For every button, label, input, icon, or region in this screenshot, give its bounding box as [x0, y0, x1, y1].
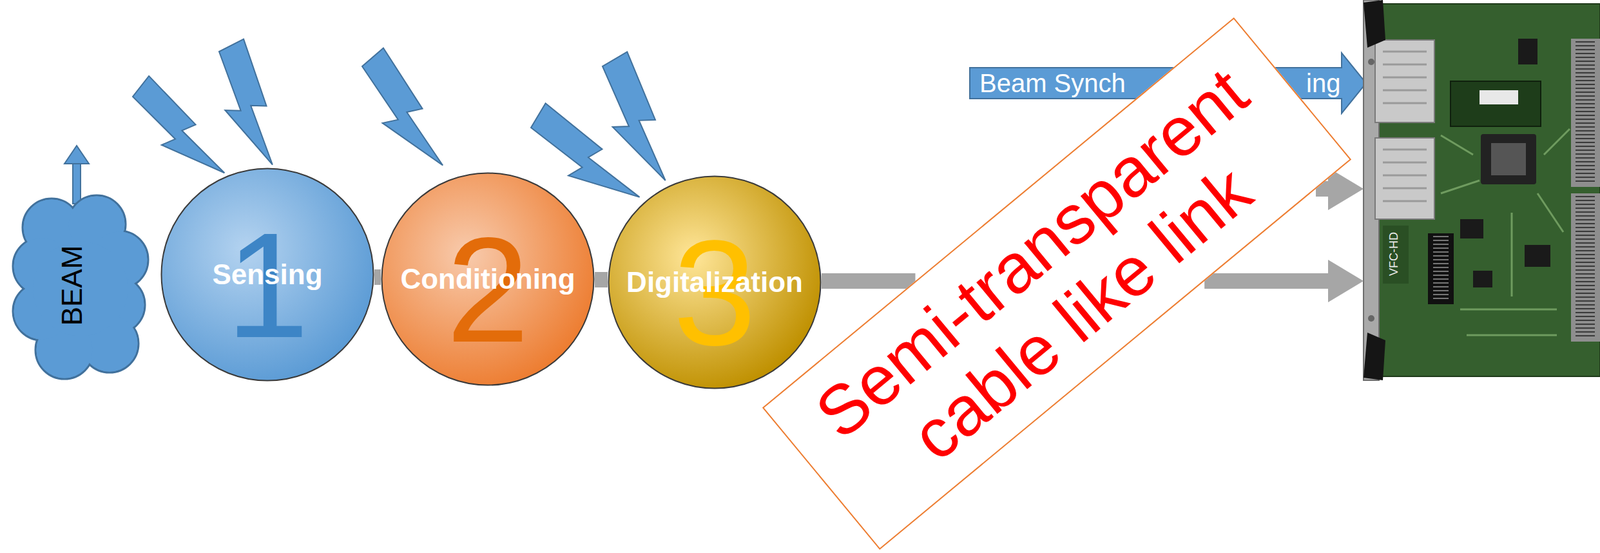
connector-pins — [1433, 235, 1449, 302]
sfp-vents — [1382, 149, 1427, 202]
handle — [1363, 332, 1386, 381]
board-node: VFC-HD — [1363, 0, 1600, 381]
signal-connector — [594, 279, 608, 281]
lightning-bolt — [200, 39, 301, 173]
circle-shape — [608, 176, 821, 389]
stage-circle: Conditioning2 — [380, 172, 595, 386]
stage-circle: Sensing1 — [160, 167, 375, 382]
beam-label: BEAM — [56, 245, 89, 327]
backplane-connector — [1571, 38, 1600, 187]
small-chip — [1518, 38, 1538, 65]
board-label: VFC-HD — [1387, 231, 1401, 276]
label-anchor: Beam Synch — [979, 68, 1126, 98]
connector-line — [594, 271, 608, 288]
connector-pins — [1575, 41, 1595, 185]
small-chip — [1524, 244, 1551, 267]
memory-module — [1450, 81, 1541, 127]
lightning-bolt — [346, 47, 468, 177]
backplane-connector — [1571, 193, 1600, 342]
handle — [1363, 0, 1386, 48]
circle-shape — [161, 168, 374, 381]
beam-direction-arrow — [64, 145, 89, 204]
memory-sticker — [1479, 90, 1519, 105]
arrow-head — [1328, 259, 1364, 303]
fpga-die — [1491, 143, 1526, 176]
panel-screw — [1368, 58, 1375, 66]
sfp-vents — [1382, 51, 1427, 104]
small-chip — [1460, 219, 1484, 239]
stage-circle: Digitalization3 — [607, 175, 822, 390]
circle-shape — [382, 173, 595, 386]
label-area — [1382, 225, 1409, 284]
lightning-bolts — [120, 39, 694, 213]
connector-line — [821, 273, 916, 289]
stage-label: Sensing — [212, 258, 323, 291]
timing-label: ing — [1306, 68, 1341, 98]
sfp-cage — [1375, 39, 1435, 123]
stage-label: Conditioning — [400, 262, 575, 296]
timing-label: Beam Synch — [979, 68, 1126, 98]
arrow-shaft — [72, 162, 81, 204]
stage-label: Digitalization — [626, 266, 803, 299]
beam-cloud: BEAM — [12, 192, 150, 379]
vfc-hd-board — [1363, 0, 1600, 381]
signal-connector — [1204, 259, 1364, 303]
panel-screw — [1368, 315, 1375, 322]
connector-line — [374, 269, 381, 285]
connector-pins — [1575, 195, 1595, 339]
sfp-cage — [1375, 137, 1435, 220]
fpga-chip — [1480, 134, 1537, 185]
label-anchor: ing — [1306, 68, 1341, 98]
lightning-bolt — [120, 76, 243, 187]
pcb-traces — [1440, 128, 1570, 336]
signal-connector — [374, 277, 381, 278]
link-note: Semi-transparent cable like link — [782, 37, 1332, 530]
cloud-fill — [33, 241, 129, 337]
small-chip — [1473, 270, 1493, 288]
arrow-head — [64, 145, 89, 164]
signal-connector — [821, 280, 916, 282]
mezzanine-connector — [1427, 233, 1454, 305]
connector-line — [1204, 273, 1329, 289]
